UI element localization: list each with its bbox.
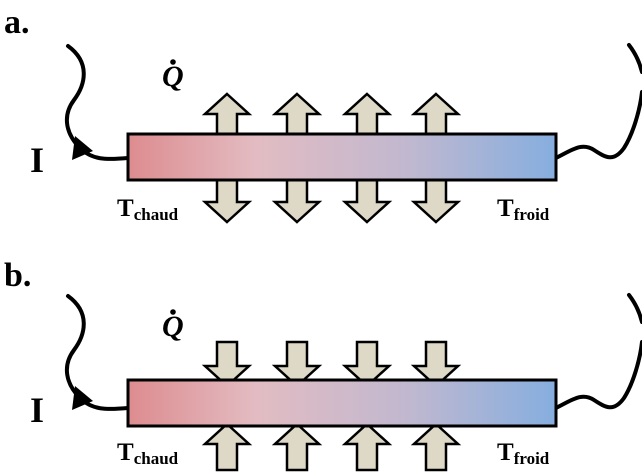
right-wire-top <box>627 43 642 74</box>
heat-in-up-arrow-icon <box>201 422 253 472</box>
right-wire-top <box>627 293 642 324</box>
heat-flow-symbol: Q <box>162 310 184 343</box>
heat-in-up-arrow-icon <box>341 422 393 472</box>
heat-arrows-top <box>201 340 462 388</box>
heat-in-up-arrow-icon <box>410 422 462 472</box>
panel-b: b. Q I Tchaud Tfroid <box>4 257 642 472</box>
panel-a: a. Q I Tchaud Tfroid <box>4 4 642 224</box>
heat-out-up-arrow-icon <box>410 92 462 140</box>
heat-out-down-arrow-icon <box>201 174 253 224</box>
heat-in-up-arrow-icon <box>271 422 323 472</box>
left-wire <box>64 44 130 161</box>
cold-temperature-label: Tfroid <box>497 439 550 468</box>
hot-temperature-label: Tchaud <box>117 195 179 224</box>
panel-label: a. <box>4 4 30 41</box>
current-label: I <box>30 390 44 430</box>
heat-arrows-bottom <box>201 422 462 472</box>
heat-out-down-arrow-icon <box>271 174 323 224</box>
left-wire <box>64 294 130 411</box>
current-arrow-icon <box>72 386 93 410</box>
heat-out-up-arrow-icon <box>271 92 323 140</box>
thermoelectric-bar <box>126 378 558 428</box>
right-wire <box>554 340 642 410</box>
heat-flow-symbol: Q <box>162 60 184 93</box>
heat-out-down-arrow-icon <box>341 174 393 224</box>
heat-out-up-arrow-icon <box>341 92 393 140</box>
heat-in-down-arrow-icon <box>271 340 323 388</box>
current-arrow-icon <box>72 136 93 160</box>
heat-arrows-top <box>201 92 462 140</box>
heat-out-down-arrow-icon <box>410 174 462 224</box>
cold-temperature-label: Tfroid <box>497 195 550 224</box>
hot-temperature-label: Tchaud <box>117 439 179 468</box>
heat-in-down-arrow-icon <box>410 340 462 388</box>
heat-out-up-arrow-icon <box>201 92 253 140</box>
heat-arrows-bottom <box>201 174 462 224</box>
current-label: I <box>30 140 44 180</box>
right-wire <box>554 90 642 160</box>
thermoelectric-bar <box>126 132 558 182</box>
q-dot-icon <box>170 59 176 65</box>
heat-in-down-arrow-icon <box>341 340 393 388</box>
q-dot-icon <box>170 309 176 315</box>
panel-label: b. <box>4 257 31 294</box>
heat-in-down-arrow-icon <box>201 340 253 388</box>
